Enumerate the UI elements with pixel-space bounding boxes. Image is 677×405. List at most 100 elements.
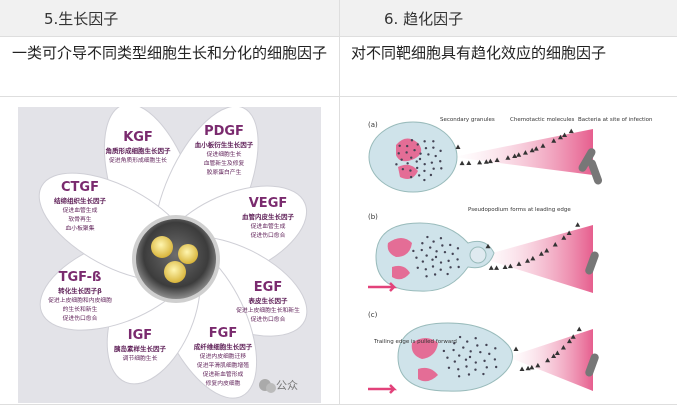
granule — [493, 358, 497, 361]
granule — [427, 153, 430, 156]
granule — [415, 256, 418, 259]
granule — [421, 260, 425, 263]
chemokine — [540, 143, 546, 148]
chemokine — [529, 147, 535, 153]
label-trailing-edge: Trailing edge is pulled forward — [373, 339, 457, 345]
granule — [419, 152, 422, 155]
chemokine — [551, 353, 557, 359]
granule — [446, 356, 449, 359]
panel-b: (b) Pseudopodium forms at leading edge — [368, 207, 599, 293]
chemokine — [560, 344, 566, 350]
pseudopodium-b — [469, 246, 487, 264]
granule — [400, 158, 403, 161]
petal-title: PDGF — [204, 124, 244, 139]
granule — [468, 355, 472, 359]
chemokine — [570, 334, 576, 339]
row-divider-1 — [0, 36, 677, 37]
chemokine — [459, 160, 465, 166]
chemokine — [575, 222, 581, 227]
granule — [466, 340, 469, 343]
chemokine — [516, 152, 522, 157]
label-secondary-granules: Secondary granules — [440, 117, 495, 123]
petal-line: 角质形成细胞生长因子 — [106, 146, 172, 155]
chemokines-b — [485, 222, 581, 270]
chemokine — [530, 255, 536, 261]
chemotaxis-figure: (a) Secondary granules Chemotactic molec… — [358, 107, 663, 403]
granule — [435, 250, 438, 253]
granule — [449, 243, 452, 247]
granule — [456, 247, 460, 250]
petal-line: 促进上皮细胞生长和新生 — [236, 306, 300, 314]
granule — [423, 140, 426, 143]
chemokine — [485, 243, 491, 249]
chemokine — [519, 366, 525, 372]
granule — [447, 366, 451, 370]
chemokine — [525, 258, 531, 263]
petal-title: FGF — [209, 326, 237, 341]
granule — [474, 368, 477, 371]
chemokine — [477, 159, 483, 165]
petal-line: 促进平滑肌细胞增殖 — [197, 361, 249, 369]
granule — [410, 139, 414, 142]
column-divider — [339, 0, 340, 405]
granule — [432, 140, 435, 143]
chemokine — [488, 265, 494, 270]
chemokines-c — [513, 326, 582, 372]
granule — [405, 151, 408, 154]
chemokine — [554, 350, 560, 355]
granule — [456, 258, 459, 261]
table-header-right: 6. 趋化因子 — [340, 0, 677, 36]
granule — [415, 160, 418, 163]
chemokine — [551, 138, 557, 143]
petal-line: 促进血管生成 — [251, 222, 286, 230]
granule — [452, 348, 455, 352]
chemokine — [466, 160, 472, 166]
granule — [423, 169, 426, 173]
granule — [458, 354, 461, 357]
petal-line: 的生长和新生 — [63, 305, 98, 313]
granule — [417, 174, 421, 177]
flower-svg: KGF角质形成细胞生长因子促进角质形成细胞生长PDGF血小板衍生生长因子促进细胞… — [38, 107, 308, 399]
petal-line: 软骨再生 — [68, 215, 91, 223]
panel-a: (a) Secondary granules Chemotactic molec… — [368, 117, 653, 193]
arrow-c-icon — [368, 384, 398, 394]
granule — [469, 350, 472, 353]
chemokine — [494, 265, 500, 270]
granule — [430, 161, 434, 164]
nucleus-c1 — [411, 338, 438, 359]
label-bacteria: Bacteria at site of infection — [578, 117, 653, 123]
nucleus-b2 — [392, 265, 410, 280]
chemokine — [507, 263, 513, 269]
granule — [395, 163, 398, 166]
granule — [483, 359, 486, 363]
granule — [420, 248, 423, 252]
granule — [431, 258, 434, 261]
granule — [443, 250, 447, 254]
petal-line: 促进新血管形成 — [203, 370, 244, 378]
granule — [434, 154, 437, 158]
description-right: 对不同靶细胞具有趋化效应的细胞因子 — [351, 44, 607, 62]
petal-line: 促进角质形成细胞生长 — [109, 156, 167, 164]
petal-line: 血管内皮生长因子 — [242, 212, 295, 221]
petal-line: 结缔组织生长因子 — [54, 196, 107, 205]
petal-line: 调节细胞生长 — [123, 354, 158, 362]
nucleus-c2 — [418, 367, 438, 382]
granule — [457, 368, 460, 371]
petal-line: 血管新生及修复 — [204, 159, 245, 167]
granule — [425, 275, 428, 278]
panel-c-tag: (c) — [368, 311, 378, 319]
granule — [409, 175, 413, 179]
granule — [439, 261, 443, 264]
chemokine — [544, 248, 550, 253]
bacteria-c — [585, 353, 599, 377]
bacteria-a1 — [578, 148, 596, 172]
granule — [397, 152, 400, 155]
petal-title: KGF — [123, 130, 153, 145]
granule — [457, 265, 460, 269]
watermark: 公众 — [276, 379, 298, 392]
granule — [485, 366, 488, 369]
chemokine — [535, 362, 541, 368]
granule — [494, 365, 498, 369]
chemotaxis-svg: (a) Secondary granules Chemotactic molec… — [368, 117, 653, 394]
